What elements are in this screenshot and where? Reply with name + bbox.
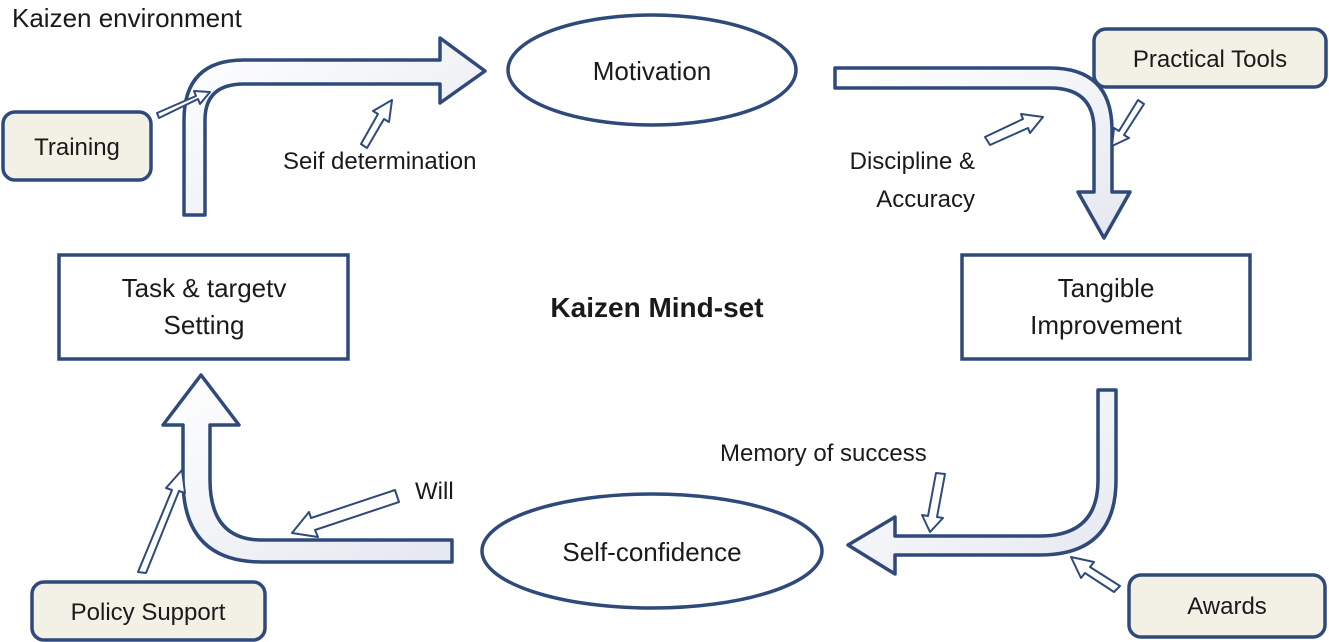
- tangible-improvement-node: [960, 253, 1252, 361]
- arrow-tangible-to-selfconfidence: [846, 388, 1118, 576]
- arrow-practical-tools-input: [1111, 99, 1145, 147]
- selfconfidence-label: Self-confidence: [562, 537, 741, 567]
- arrow-memory-input: [921, 472, 946, 533]
- arrow-will-input: [291, 489, 400, 538]
- task-label-line1: Task & targetv: [122, 273, 287, 303]
- arrow-self-determination-input: [360, 99, 393, 149]
- policy-support-box: [30, 580, 267, 642]
- task-setting-node: [57, 253, 350, 361]
- arrow-selfconfidence-to-task: [161, 373, 454, 564]
- discipline-label-line2: Accuracy: [876, 186, 975, 213]
- center-label: Kaizen Mind-set: [550, 292, 763, 323]
- policy-support-label: Policy Support: [71, 599, 226, 626]
- memory-of-success-label: Memory of success: [720, 440, 927, 467]
- awards-box: [1127, 573, 1327, 639]
- training-box: [1, 110, 153, 182]
- practical-tools-label: Practical Tools: [1133, 46, 1287, 73]
- arrow-policy-input: [137, 469, 186, 574]
- tangible-label-line1: Tangible: [1058, 273, 1155, 303]
- arrow-motivation-to-tangible: [833, 66, 1132, 240]
- will-label: Will: [415, 478, 454, 505]
- task-label-line2: Setting: [164, 310, 245, 340]
- training-label: Training: [34, 134, 120, 161]
- arrow-awards-input: [1070, 556, 1121, 593]
- arrow-discipline-input: [984, 113, 1044, 146]
- environment-label: Kaizen environment: [12, 3, 243, 33]
- practical-tools-box: [1092, 27, 1328, 89]
- self-determination-label: Seif determination: [283, 148, 476, 175]
- motivation-node: [506, 13, 798, 127]
- arrow-task-to-motivation: [182, 36, 487, 217]
- arrow-training-input: [156, 90, 211, 119]
- discipline-label-line1: Discipline &: [850, 148, 975, 175]
- tangible-label-line2: Improvement: [1030, 310, 1182, 340]
- selfconfidence-node: [480, 492, 824, 610]
- motivation-label: Motivation: [593, 56, 712, 86]
- awards-label: Awards: [1187, 593, 1267, 620]
